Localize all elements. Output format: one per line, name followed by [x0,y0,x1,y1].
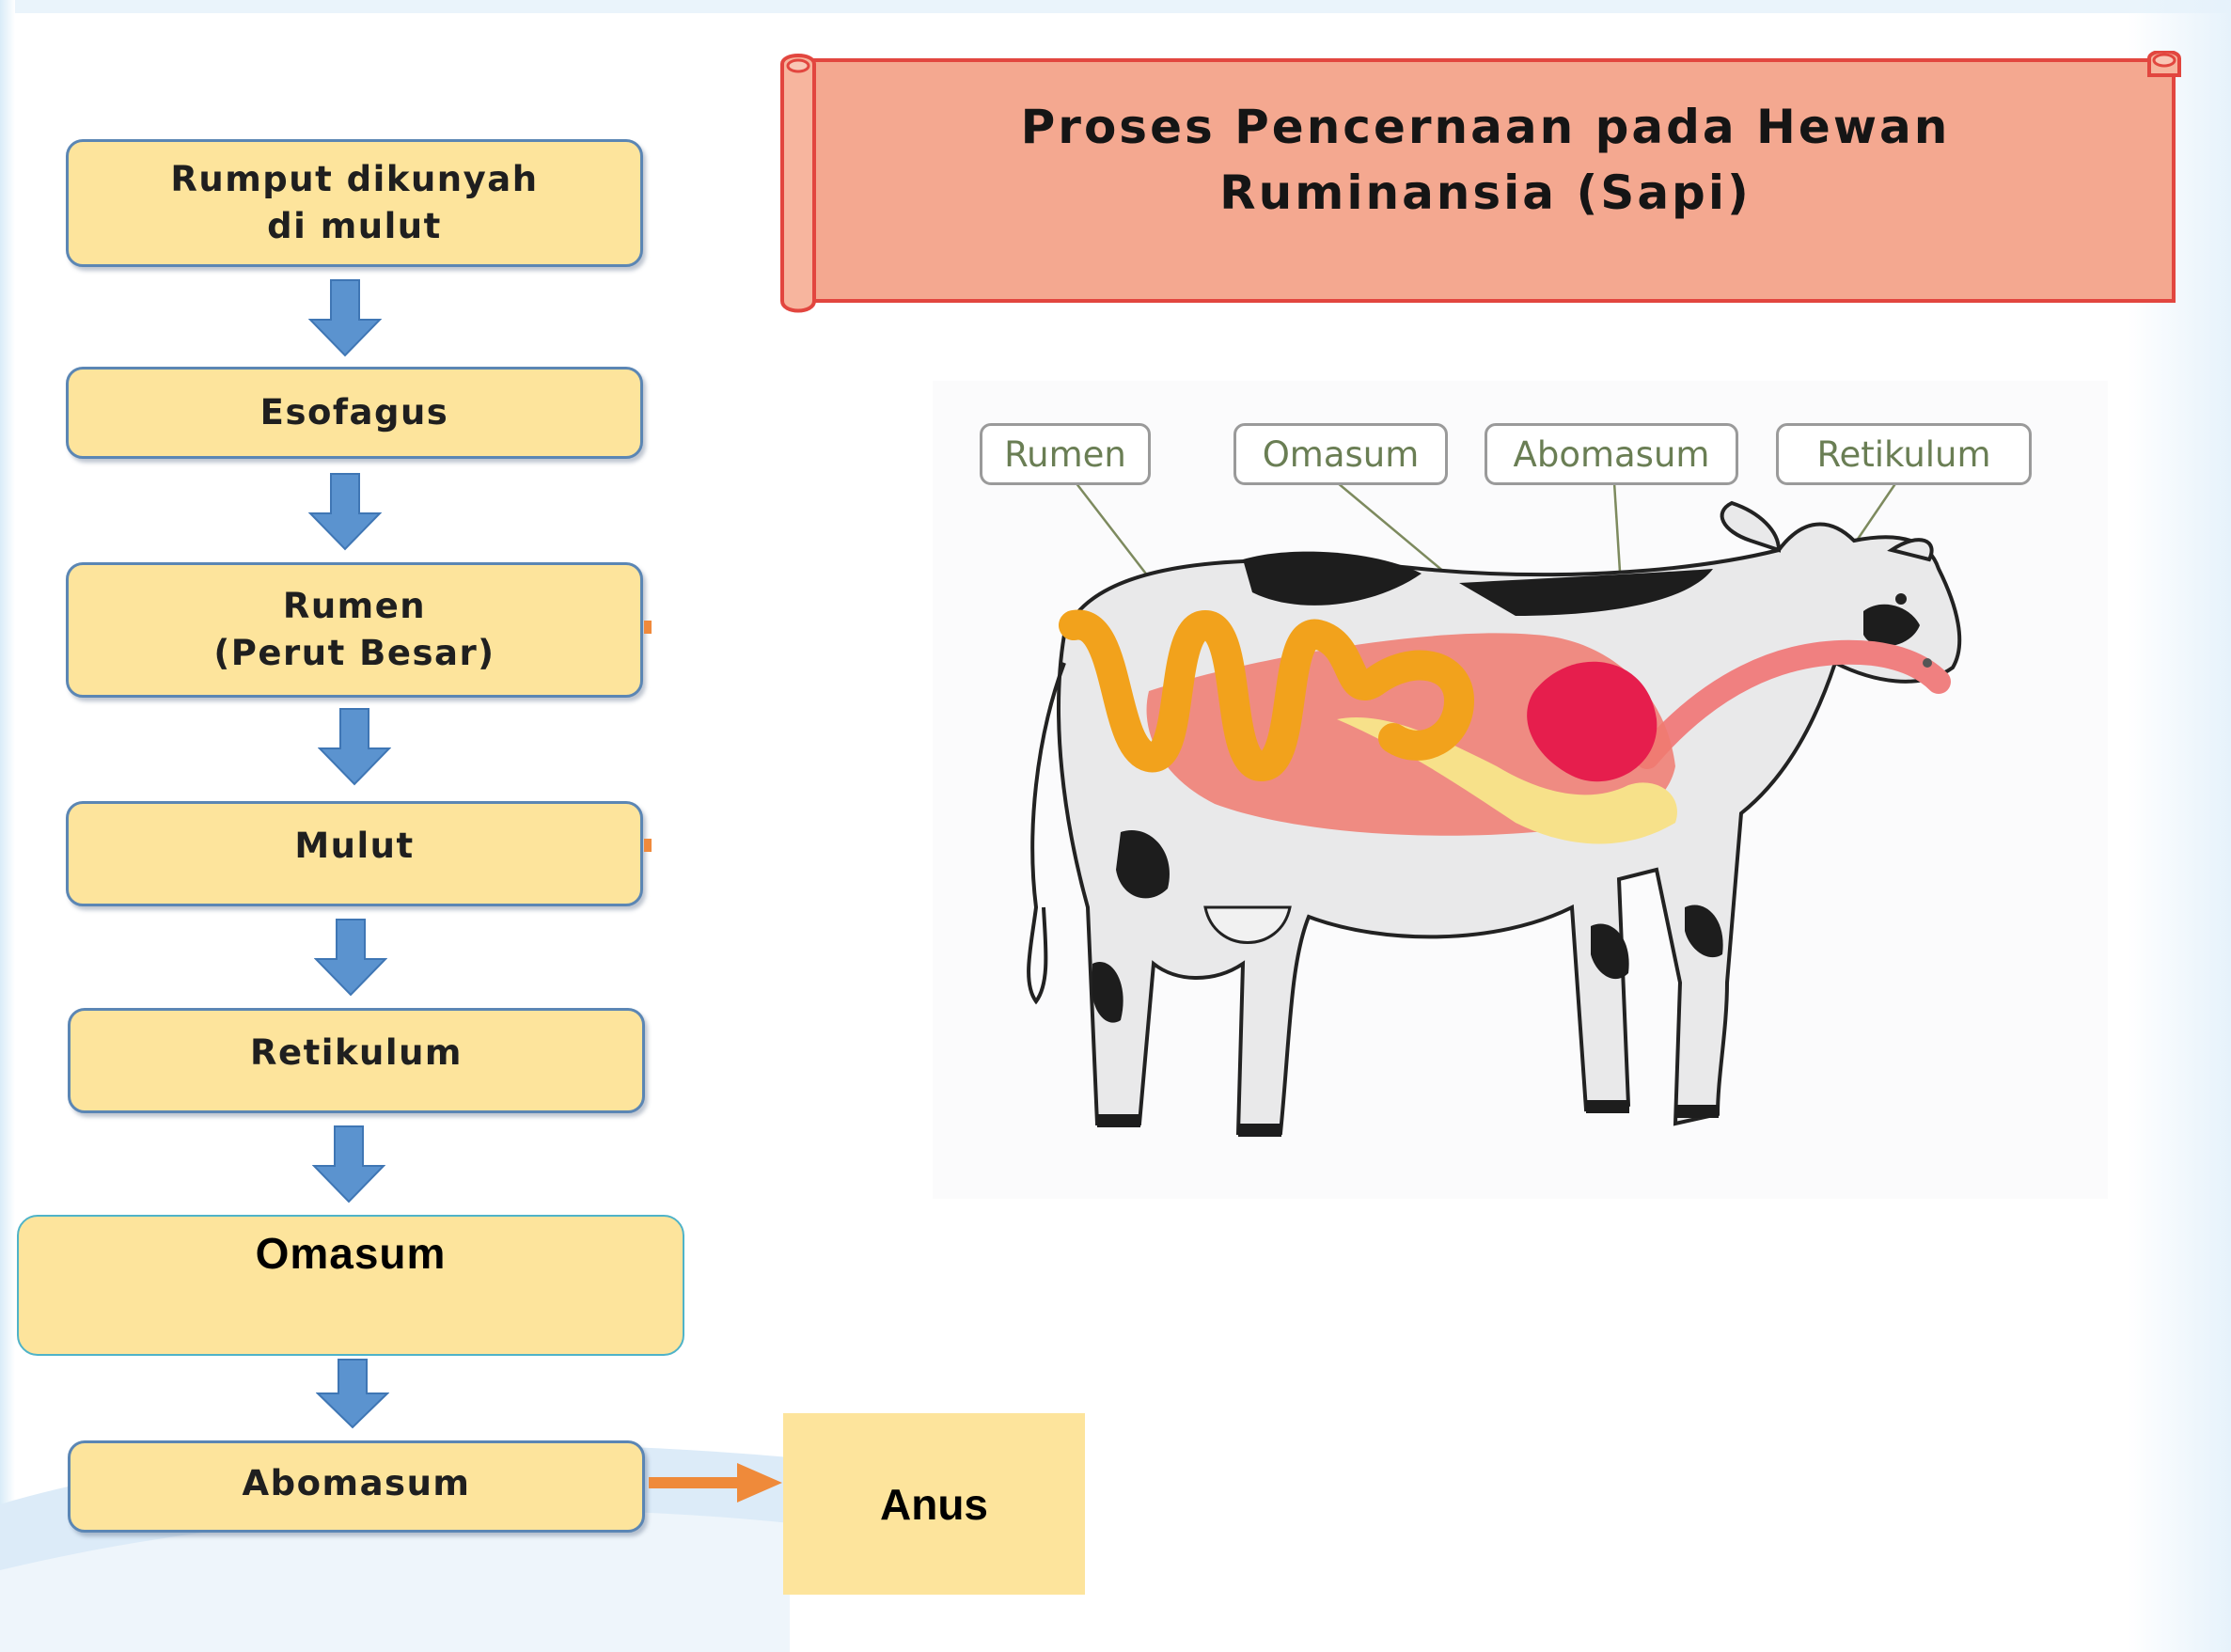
diagram-label-rumen: Rumen [980,423,1151,485]
right-arrow-icon [647,1459,784,1506]
edge-marker [644,621,652,634]
down-arrow-icon [312,1125,385,1204]
flow-step-abomasum: Abomasum [68,1440,645,1533]
flow-step-rumen: Rumen (Perut Besar) [66,562,643,698]
flow-step-rumput: Rumput dikunyah di mulut [66,139,643,267]
flow-step-omasum: Omasum [17,1215,684,1356]
diagram-label-retikulum: Retikulum [1776,423,2032,485]
down-arrow-icon [318,707,391,786]
page-title: Proses Pencernaan pada Hewan Ruminansia … [827,94,2144,226]
cow-illustration [933,381,2108,1199]
diagram-label-abomasum: Abomasum [1485,423,1738,485]
down-arrow-icon [308,278,382,357]
flow-end-anus: Anus [783,1413,1085,1595]
flow-step-mulut: Mulut [66,801,643,906]
edge-marker [644,839,652,852]
flow-step-retikulum: Retikulum [68,1008,645,1113]
down-arrow-icon [314,918,387,997]
background-top-strip [0,0,2231,13]
flow-step-esofagus: Esofagus [66,367,643,459]
down-arrow-icon [308,472,382,551]
down-arrow-icon [316,1358,389,1429]
cow-digestive-diagram: Rumen Omasum Abomasum Retikulum [933,381,2108,1199]
diagram-label-omasum: Omasum [1233,423,1448,485]
